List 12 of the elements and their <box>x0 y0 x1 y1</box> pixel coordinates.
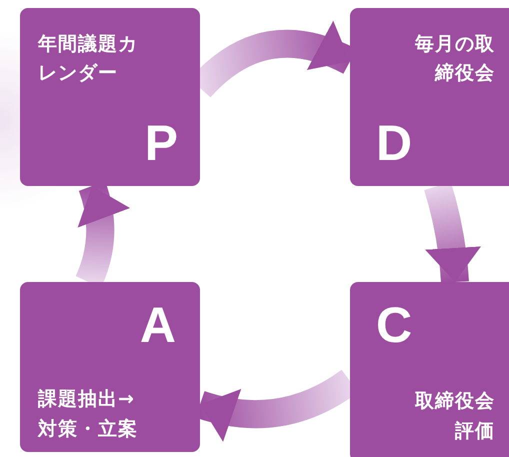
phase-letter: P <box>144 118 178 168</box>
phase-letter: A <box>140 300 176 350</box>
phase-box <box>20 282 200 452</box>
phase-letter: C <box>376 300 412 350</box>
phase-letter: D <box>376 118 412 168</box>
box-heading: 年間議題カレンダー <box>38 32 139 86</box>
phase-box <box>350 8 509 186</box>
box-heading: 毎月の取締役会 <box>414 32 495 86</box>
box-heading: 課題抽出→対策・立案 <box>38 387 139 442</box>
phase-box <box>350 282 509 457</box>
phase-box <box>20 8 200 186</box>
box-heading: 取締役会評価 <box>414 389 495 444</box>
